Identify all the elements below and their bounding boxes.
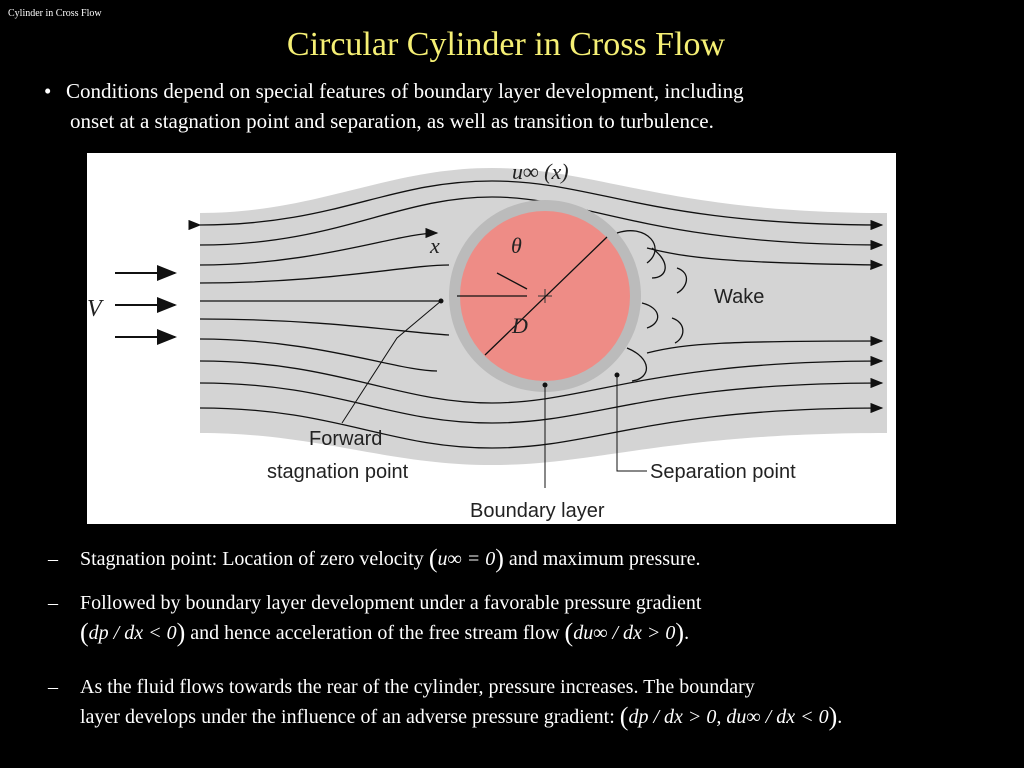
- free-stream-arrows: [115, 265, 177, 345]
- sub-3-line-2: layer develops under the influence of an…: [80, 706, 620, 728]
- sub-1-math: u∞ = 0: [437, 548, 496, 570]
- center-mark-icon: [538, 289, 552, 303]
- sub-1-text-b: and maximum pressure.: [503, 548, 701, 570]
- bullet-line-2: onset at a stagnation point and separati…: [70, 109, 714, 133]
- theta-lines: [457, 272, 528, 297]
- streamlines: [188, 180, 884, 449]
- forward-label-1: Forward: [309, 428, 382, 450]
- sub-2-end: .: [684, 622, 690, 644]
- corner-label: Cylinder in Cross Flow: [8, 8, 102, 19]
- bullet-dot: •: [44, 79, 52, 103]
- sub-2-line-1: Followed by boundary layer development u…: [80, 592, 702, 614]
- sub-3-math: dp / dx > 0, du∞ / dx < 0: [628, 706, 829, 728]
- dash-1: –: [48, 548, 58, 570]
- sub-1-text-a: Stagnation point: Location of zero veloc…: [80, 548, 429, 570]
- velocity-function-label: u∞ (x): [512, 159, 569, 184]
- sub-2-math-b: du∞ / dx > 0: [573, 622, 676, 644]
- theta-label: θ: [511, 233, 522, 258]
- diameter-line: [484, 236, 608, 356]
- sub-2-math-a: dp / dx < 0: [88, 622, 177, 644]
- sub-2-text-b: and hence acceleration of the free strea…: [185, 622, 565, 644]
- separation-label: Separation point: [650, 461, 796, 483]
- slide-title: Circular Cylinder in Cross Flow: [286, 26, 726, 63]
- v-label: V: [87, 296, 104, 322]
- diameter-label: D: [511, 313, 528, 338]
- cross-flow-diagram: u∞ (x) x θ D V Wake Forward stagnation p…: [87, 153, 896, 524]
- wake-eddies: [616, 230, 688, 382]
- x-label: x: [429, 233, 440, 258]
- sub-3-line-1: As the fluid flows towards the rear of t…: [80, 676, 755, 698]
- bullet-line-1: Conditions depend on special features of…: [66, 79, 744, 103]
- dash-3: –: [48, 676, 58, 698]
- wake-label: Wake: [714, 286, 764, 308]
- leader-lines: [341, 300, 647, 488]
- forward-label-2: stagnation point: [267, 461, 409, 483]
- dash-2: –: [48, 592, 58, 614]
- sub-3-end: .: [837, 706, 843, 728]
- boundary-layer-label: Boundary layer: [470, 500, 605, 522]
